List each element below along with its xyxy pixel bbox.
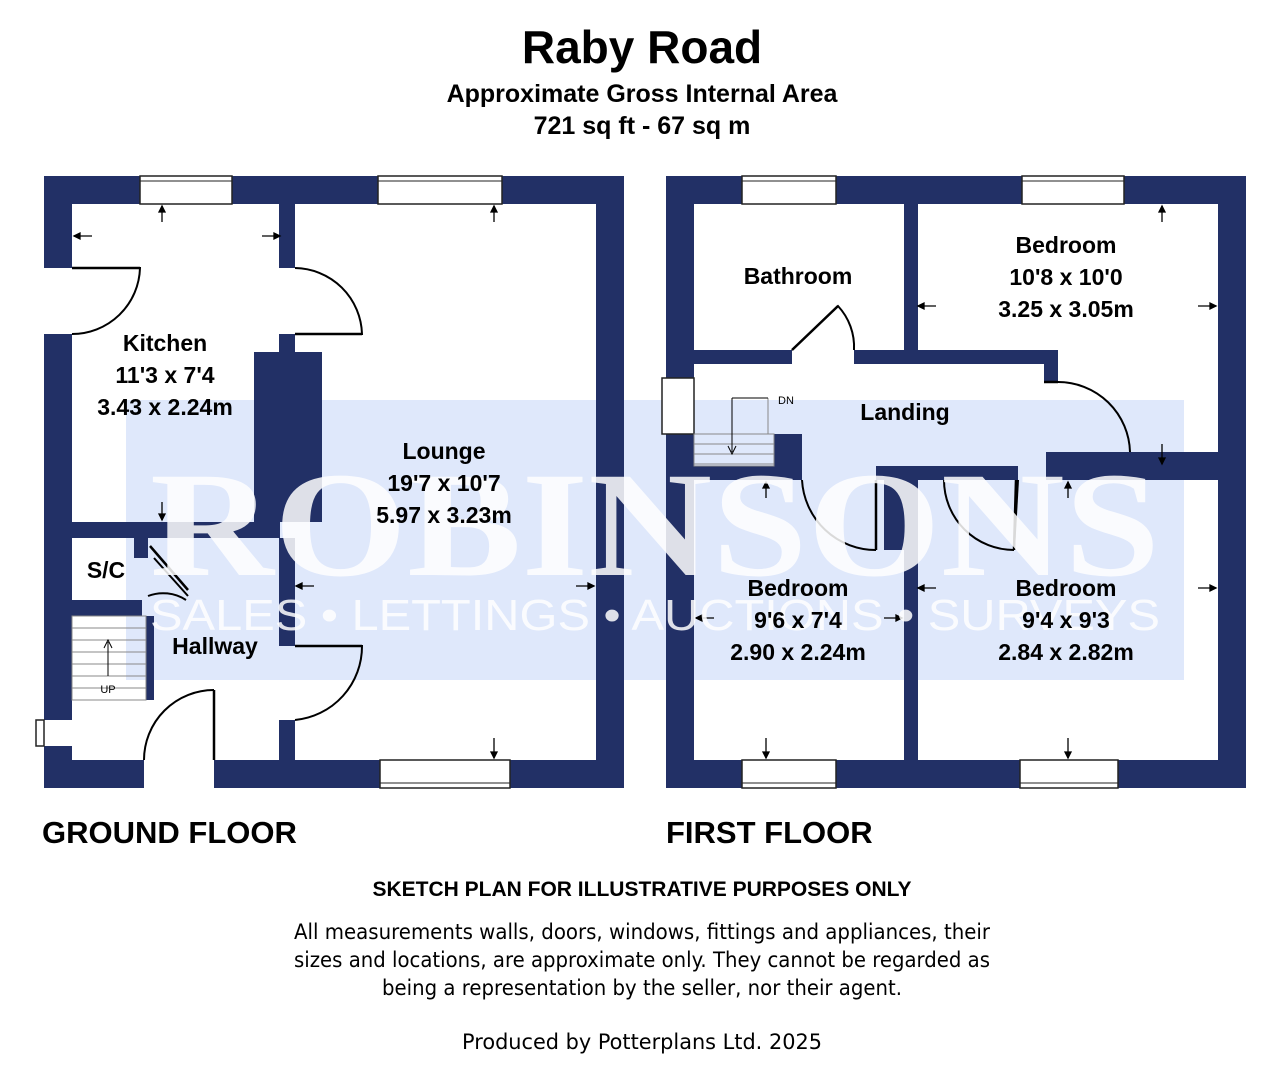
bedroom-3-imperial: 9'4 x 9'3 [1022, 607, 1110, 633]
ground-room-labels: Kitchen 11'3 x 7'4 3.43 x 2.24m Lounge 1… [87, 330, 512, 659]
bedroom-3-metric: 2.84 x 2.82m [998, 639, 1134, 665]
disclaimer-line-3: being a representation by the seller, no… [382, 976, 902, 1000]
lounge-metric: 5.97 x 3.23m [376, 502, 512, 528]
bedroom-2-metric: 2.90 x 2.24m [730, 639, 866, 665]
first-floor-label: FIRST FLOOR [666, 815, 873, 850]
sc-name: S/C [87, 557, 125, 583]
stairs-down-label: DN [778, 395, 794, 407]
first-floor-walls [666, 176, 1246, 788]
plan-title: Raby Road [522, 21, 762, 73]
kitchen-metric: 3.43 x 2.24m [97, 394, 233, 420]
bedroom-2-name: Bedroom [748, 575, 849, 601]
ground-floor-label: GROUND FLOOR [42, 815, 297, 850]
landing-name: Landing [860, 399, 949, 425]
ground-window-glazing [140, 180, 510, 784]
lounge-name: Lounge [402, 438, 485, 464]
ground-floor-walls [44, 176, 624, 788]
disclaimer-line-1: All measurements walls, doors, windows, … [294, 920, 990, 944]
watermark-brand: ROBINSONS [150, 442, 1160, 608]
lounge-imperial: 19'7 x 10'7 [387, 470, 500, 496]
ground-stairs [71, 615, 147, 701]
first-dimension-arrows [694, 204, 1218, 760]
first-windows [661, 175, 1125, 789]
bedroom-1-name: Bedroom [1016, 232, 1117, 258]
disclaimer-line-2: sizes and locations, are approximate onl… [294, 948, 990, 972]
kitchen-imperial: 11'3 x 7'4 [115, 362, 214, 388]
kitchen-name: Kitchen [123, 330, 207, 356]
watermark: ROBINSONS SALES • LETTINGS • AUCTIONS • … [150, 442, 1160, 640]
bedroom-1-imperial: 10'8 x 10'0 [1009, 264, 1122, 290]
gross-area: 721 sq ft - 67 sq m [534, 112, 751, 140]
ground-dimension-arrows [72, 204, 596, 760]
watermark-tagline: SALES • LETTINGS • AUCTIONS • SURVEYS [150, 591, 1160, 640]
first-window-glazing [742, 180, 1124, 784]
disclaimer-title: SKETCH PLAN FOR ILLUSTRATIVE PURPOSES ON… [372, 878, 911, 901]
hallway-name: Hallway [172, 633, 258, 659]
bedroom-3-name: Bedroom [1016, 575, 1117, 601]
ground-door-leaves [72, 266, 362, 760]
first-door-leaves [791, 305, 1058, 551]
plan-subtitle: Approximate Gross Internal Area [447, 80, 839, 108]
producer-credit: Produced by Potterplans Ltd. 2025 [462, 1030, 822, 1054]
bedroom-2-imperial: 9'6 x 7'4 [754, 607, 842, 633]
first-room-labels: Bathroom Bedroom 10'8 x 10'0 3.25 x 3.05… [730, 232, 1134, 665]
stairs-up-label: UP [100, 684, 115, 696]
first-stairs [693, 397, 775, 467]
bedroom-1-metric: 3.25 x 3.05m [998, 296, 1134, 322]
bathroom-name: Bathroom [744, 263, 853, 289]
